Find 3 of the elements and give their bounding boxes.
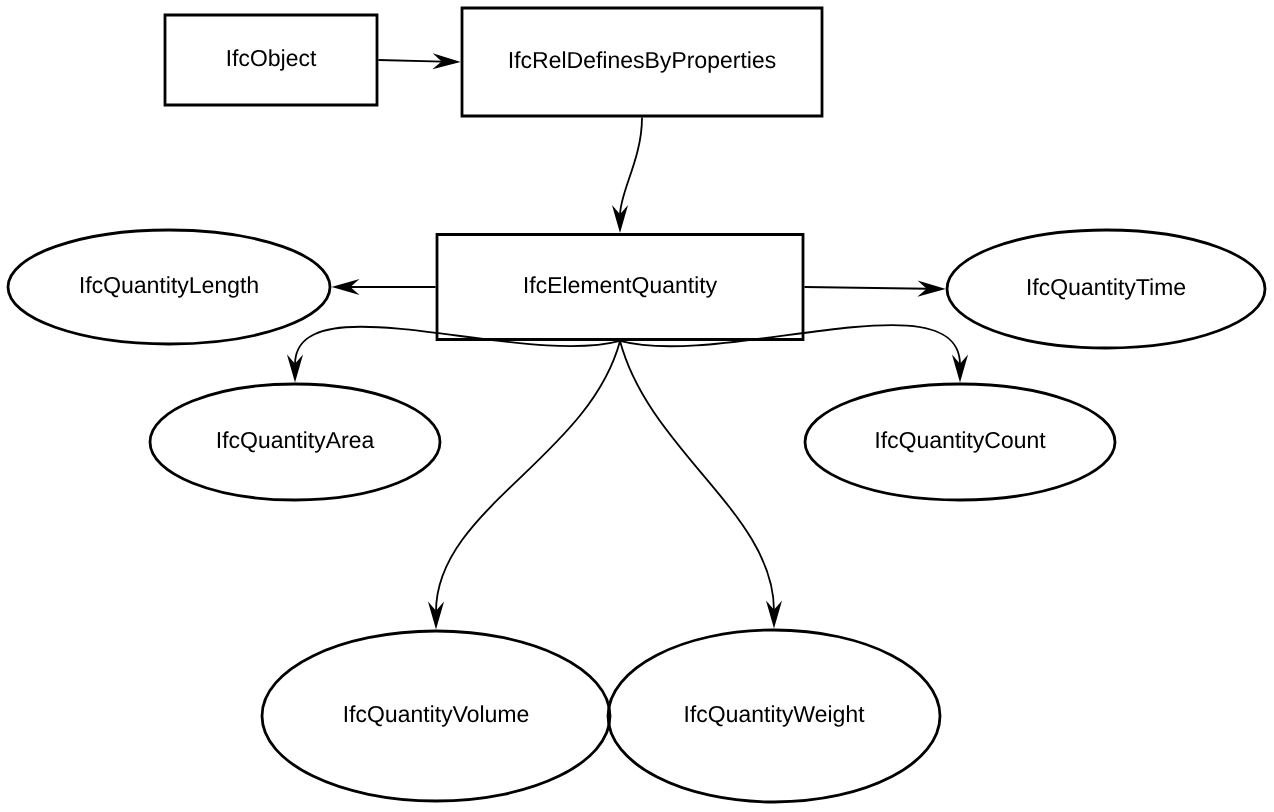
- class-box: IfcRelDefinesByProperties: [460, 6, 824, 118]
- class-box: IfcObject: [163, 13, 379, 107]
- class-box: IfcElementQuantity: [435, 233, 805, 341]
